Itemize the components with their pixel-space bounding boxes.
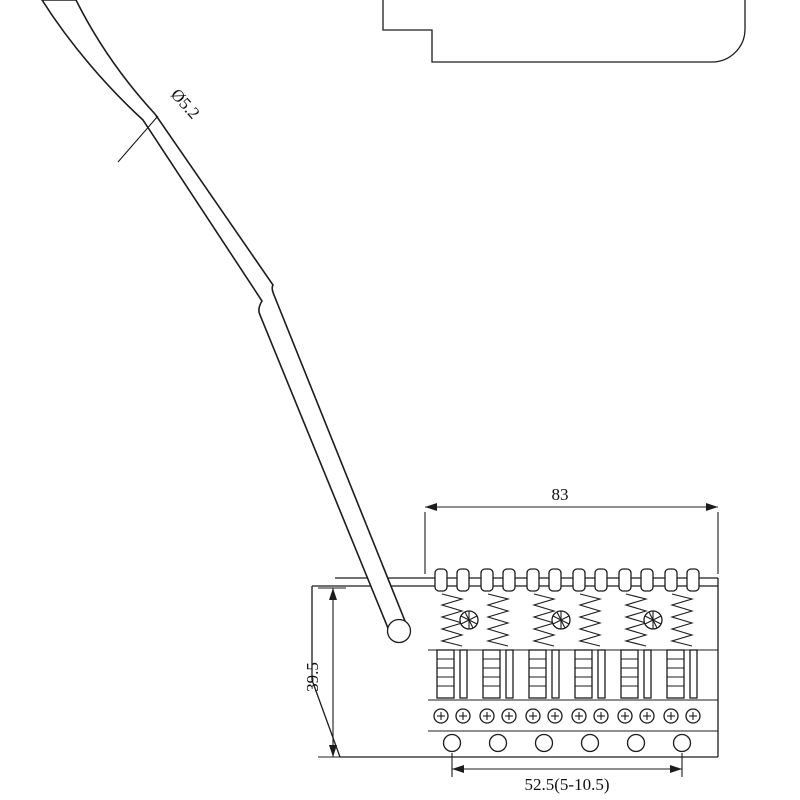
dimension-bridge-height: 39.5 [303, 587, 346, 758]
tremolo-arm-ball-end [386, 618, 412, 644]
dimension-bridge-width: 83 [424, 485, 719, 574]
pivot-circle-1 [459, 610, 479, 630]
pivot-circle-3 [643, 610, 663, 630]
saddle-unit-1 [433, 568, 471, 753]
saddle-unit-6 [663, 568, 701, 753]
dim-label-hole-spacing: 52.5(5-10.5) [525, 775, 610, 794]
dim-label-bridge-height: 39.5 [303, 662, 322, 692]
dim-label-bridge-width: 83 [552, 485, 569, 504]
tremolo-arm: Ø5.2 [41, 0, 412, 644]
top-view-fragment [382, 0, 746, 63]
saddle-unit-3 [525, 568, 563, 753]
saddle-unit-4 [571, 568, 609, 753]
saddle-unit-5 [617, 568, 655, 753]
saddle-unit-2 [479, 568, 517, 753]
dimension-hole-spacing: 52.5(5-10.5) [451, 753, 683, 794]
bridge-side-view [311, 568, 719, 758]
pivot-circle-2 [551, 610, 571, 630]
arm-diameter-leader-line [117, 115, 159, 163]
tremolo-arm-outline [41, 0, 409, 635]
dim-label-arm-diameter: Ø5.2 [167, 85, 204, 123]
